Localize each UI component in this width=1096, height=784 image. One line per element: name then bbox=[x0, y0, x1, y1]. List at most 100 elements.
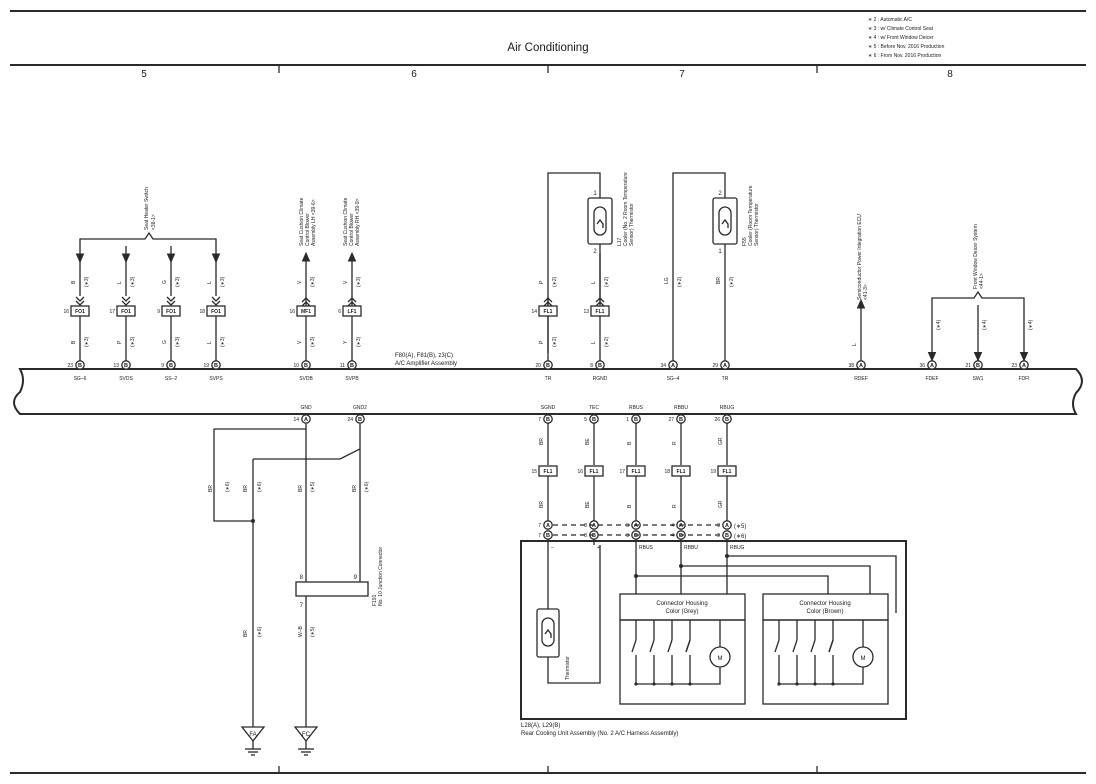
top-pin-1-connector-pin: 17 bbox=[109, 309, 115, 315]
bottom-pin-5-wire2-color: R bbox=[672, 504, 678, 508]
top-pin-5-connector-pin: 6 bbox=[338, 309, 341, 315]
top-pin-8-circle-letter: A bbox=[671, 363, 675, 369]
top-pin-7-number: 8 bbox=[590, 363, 593, 369]
top-pin-7-wire-opt: (∗2) bbox=[604, 336, 610, 347]
bottom-pin-2-connector-label: FL1 bbox=[544, 469, 553, 475]
bottom-pin-3-name: TEC bbox=[589, 405, 599, 411]
top-pin-6-wire-opt: (∗2) bbox=[552, 336, 558, 347]
top-pin-0-arrow bbox=[75, 253, 85, 264]
bottom-pin-2-b-pin: 7 bbox=[538, 533, 541, 539]
top-pin-3-chevron bbox=[211, 296, 221, 306]
seat-heater-switch-bracket bbox=[79, 231, 217, 246]
l17-id: L17 bbox=[617, 237, 623, 246]
top-pin-2-wireup-color: G bbox=[162, 280, 168, 284]
housing-brown-sw-blade-2 bbox=[810, 639, 816, 653]
top-pin-13-number: 23 bbox=[1011, 363, 1017, 369]
bottom-pin-2-b-circle-letter: B bbox=[546, 533, 550, 539]
bottom-pin-5-a-circle-letter: A bbox=[679, 523, 683, 529]
top-pin-2-wire-opt: (∗3) bbox=[175, 336, 181, 347]
bottom-pin-3-connector-label: FL1 bbox=[590, 469, 599, 475]
bottom-pin-5-connector-pin: 18 bbox=[664, 469, 670, 475]
ground-wiring bbox=[213, 424, 369, 727]
housing-grey-sw-blade-1 bbox=[649, 639, 655, 653]
gnd-wire-4: BR bbox=[352, 485, 358, 492]
top-pin-3-connector bbox=[206, 305, 226, 317]
top-pin-6-wire-color: P bbox=[539, 340, 545, 344]
housing-brown-sw-dot-1 bbox=[795, 682, 799, 686]
bottom-pin-2-a-pin: 7 bbox=[538, 523, 541, 529]
gnd-wire-1: BR bbox=[208, 485, 214, 492]
top-pin-4-wireup-color: V bbox=[297, 280, 303, 284]
bottom-pin-3-b-circle-letter: B bbox=[592, 533, 596, 539]
bottom-pin-6-a-circle bbox=[722, 520, 732, 530]
top-pin-11-name: FDEF bbox=[925, 376, 938, 382]
deicer-ref: <44-1> bbox=[979, 273, 985, 289]
l17-pin-bottom: 2 bbox=[593, 249, 597, 255]
top-pin-8-circle bbox=[668, 360, 678, 370]
top-pin-1-wire-opt: (∗3) bbox=[130, 336, 136, 347]
seat-cushion-rh-l2: Control Blower bbox=[349, 213, 355, 246]
bottom-pin-5-circle-letter: B bbox=[679, 417, 683, 423]
top-pin-3-number: 19 bbox=[203, 363, 209, 369]
top-pin-0-chevron bbox=[75, 296, 85, 306]
column-label-5: 5 bbox=[141, 69, 147, 80]
gnd-opt-5: (∗6) bbox=[257, 626, 263, 637]
top-pin-3-arrow bbox=[211, 253, 221, 264]
column-label-7: 7 bbox=[679, 69, 685, 80]
note-6: ∗ 6 : From Nov. 2016 Production bbox=[868, 53, 942, 59]
bottom-pin-1-name: GND2 bbox=[353, 405, 367, 411]
f55-pin-top: 2 bbox=[718, 191, 722, 197]
bottom-pin-4-circle-letter: B bbox=[634, 417, 638, 423]
top-pin-3-wire-opt: (∗3) bbox=[220, 336, 226, 347]
junction-id: F191 bbox=[372, 594, 378, 606]
top-pin-9-name: TR bbox=[722, 376, 729, 382]
top-pin-10-wire-color: L bbox=[852, 343, 858, 346]
top-pin-7-wireup-color: L bbox=[591, 281, 597, 284]
housing-grey-sw-blade-0 bbox=[631, 639, 637, 653]
top-pin-1-wireup-opt: (∗3) bbox=[130, 276, 136, 287]
top-pin-4-name: SVDB bbox=[299, 376, 313, 382]
f55-id: F55 bbox=[742, 237, 748, 246]
bottom-pin-2-number: 7 bbox=[538, 417, 541, 423]
top-pin-6-wireup-opt: (∗2) bbox=[552, 276, 558, 287]
top-pin-12-name: SW1 bbox=[973, 376, 984, 382]
top-pin-5-wireup-opt: (∗3) bbox=[356, 276, 362, 287]
top-pin-7-circle bbox=[595, 360, 605, 370]
top-pin-5-connector-label: LF1 bbox=[348, 309, 357, 315]
top-pin-6-connector-pin: 14 bbox=[531, 309, 537, 315]
top-pin-8-name: SG–4 bbox=[667, 376, 680, 382]
bottom-pin-group: GNDA14GND2B24SGNDB7FL115AB77BRBR–TECB5FL… bbox=[293, 405, 744, 551]
top-pin-1-number: 13 bbox=[113, 363, 119, 369]
bottom-pin-2-a-circle bbox=[543, 520, 553, 530]
top-pin-0-number: 23 bbox=[67, 363, 73, 369]
bottom-pin-1-circle bbox=[355, 414, 365, 424]
seat-cushion-lh-l2: Control Blower bbox=[305, 213, 311, 246]
top-pin-12-wire-opt: (∗4) bbox=[982, 319, 988, 330]
bottom-pin-6-wire-color: GR bbox=[718, 437, 724, 445]
amplifier-refs: F80(A), F81(B), z3(C) bbox=[395, 353, 453, 359]
housing-brown-motor-label: M bbox=[861, 656, 866, 662]
top-pin-2-number: 9 bbox=[161, 363, 164, 369]
top-pin-0-wireup-color: B bbox=[71, 280, 77, 284]
top-pin-0-wireup-opt: (∗3) bbox=[84, 276, 90, 287]
top-pin-12-number: 21 bbox=[965, 363, 971, 369]
top-pin-4-number: 10 bbox=[293, 363, 299, 369]
top-pin-5-wire-color: Y bbox=[343, 340, 349, 344]
bottom-pin-6-a-pin: 2 bbox=[717, 523, 720, 529]
bottom-pin-4-b-pin: 3 bbox=[626, 533, 629, 539]
housing-grey-sw-dot-2 bbox=[670, 682, 674, 686]
column-ticks bbox=[278, 65, 818, 73]
bottom-pin-2-wire2-color: BR bbox=[539, 501, 545, 508]
bottom-pin-5-number: 27 bbox=[668, 417, 674, 423]
top-pin-2-wireup-opt: (∗3) bbox=[175, 276, 181, 287]
f55-pin-bottom: 1 bbox=[718, 249, 722, 255]
amplifier-name: A/C Amplifier Assembly bbox=[395, 361, 457, 367]
top-pin-9-wire-opt: (∗2) bbox=[729, 276, 735, 287]
housing-brown-sw-dot-2 bbox=[813, 682, 817, 686]
bottom-pin-1-circle-letter: B bbox=[358, 417, 362, 423]
bottom-pin-3-a-circle-letter: A bbox=[592, 523, 596, 529]
top-pin-3-circle-letter: B bbox=[214, 363, 218, 369]
ecu-ref: <41-3> bbox=[863, 284, 869, 300]
top-pin-4-wireup-opt: (∗3) bbox=[310, 276, 316, 287]
